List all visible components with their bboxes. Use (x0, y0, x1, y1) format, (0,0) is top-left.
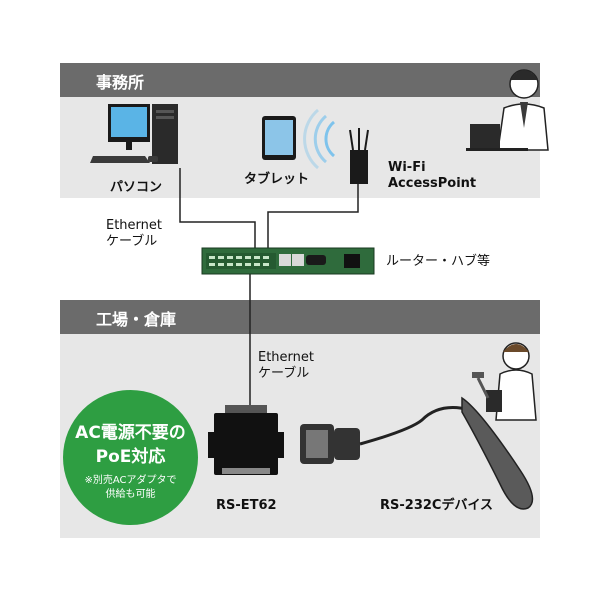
wifi-ap-icon (303, 108, 369, 184)
converter-icon (208, 405, 284, 475)
cable-lines (179, 168, 359, 405)
factory-worker-icon (472, 342, 537, 421)
office-title: 事務所 (96, 73, 145, 92)
converter-label: RS-ET62 (216, 498, 277, 513)
device-label: RS-232Cデバイス (380, 498, 494, 513)
factory-header: 工場・倉庫 (60, 300, 540, 334)
office-worker-icon (466, 69, 549, 151)
router-icon (201, 247, 375, 275)
badge-line2: PoE対応 (95, 447, 166, 467)
ethernet-lower-label: Ethernet ケーブル (258, 350, 314, 381)
office-header: 事務所 (60, 63, 540, 97)
badge-line1: AC電源不要の (75, 423, 186, 443)
tablet-label: タブレット (244, 172, 310, 187)
ap-label: Wi-Fi AccessPoint (388, 160, 477, 191)
ethernet-upper-label: Ethernet ケーブル (106, 218, 162, 249)
pc-cable (179, 168, 256, 248)
factory-title: 工場・倉庫 (96, 310, 177, 329)
pc-label: パソコン (110, 180, 163, 195)
pc-icon (90, 104, 178, 164)
tablet-cable (267, 182, 359, 248)
tablet-icon (262, 116, 296, 160)
badge-note: ※別売ACアダプタで 供給も可能 (84, 475, 177, 500)
rs232c-device-icon (300, 396, 534, 510)
poe-badge: AC電源不要の PoE対応 ※別売ACアダプタで 供給も可能 (63, 390, 198, 525)
router-label: ルーター・ハブ等 (386, 254, 491, 269)
